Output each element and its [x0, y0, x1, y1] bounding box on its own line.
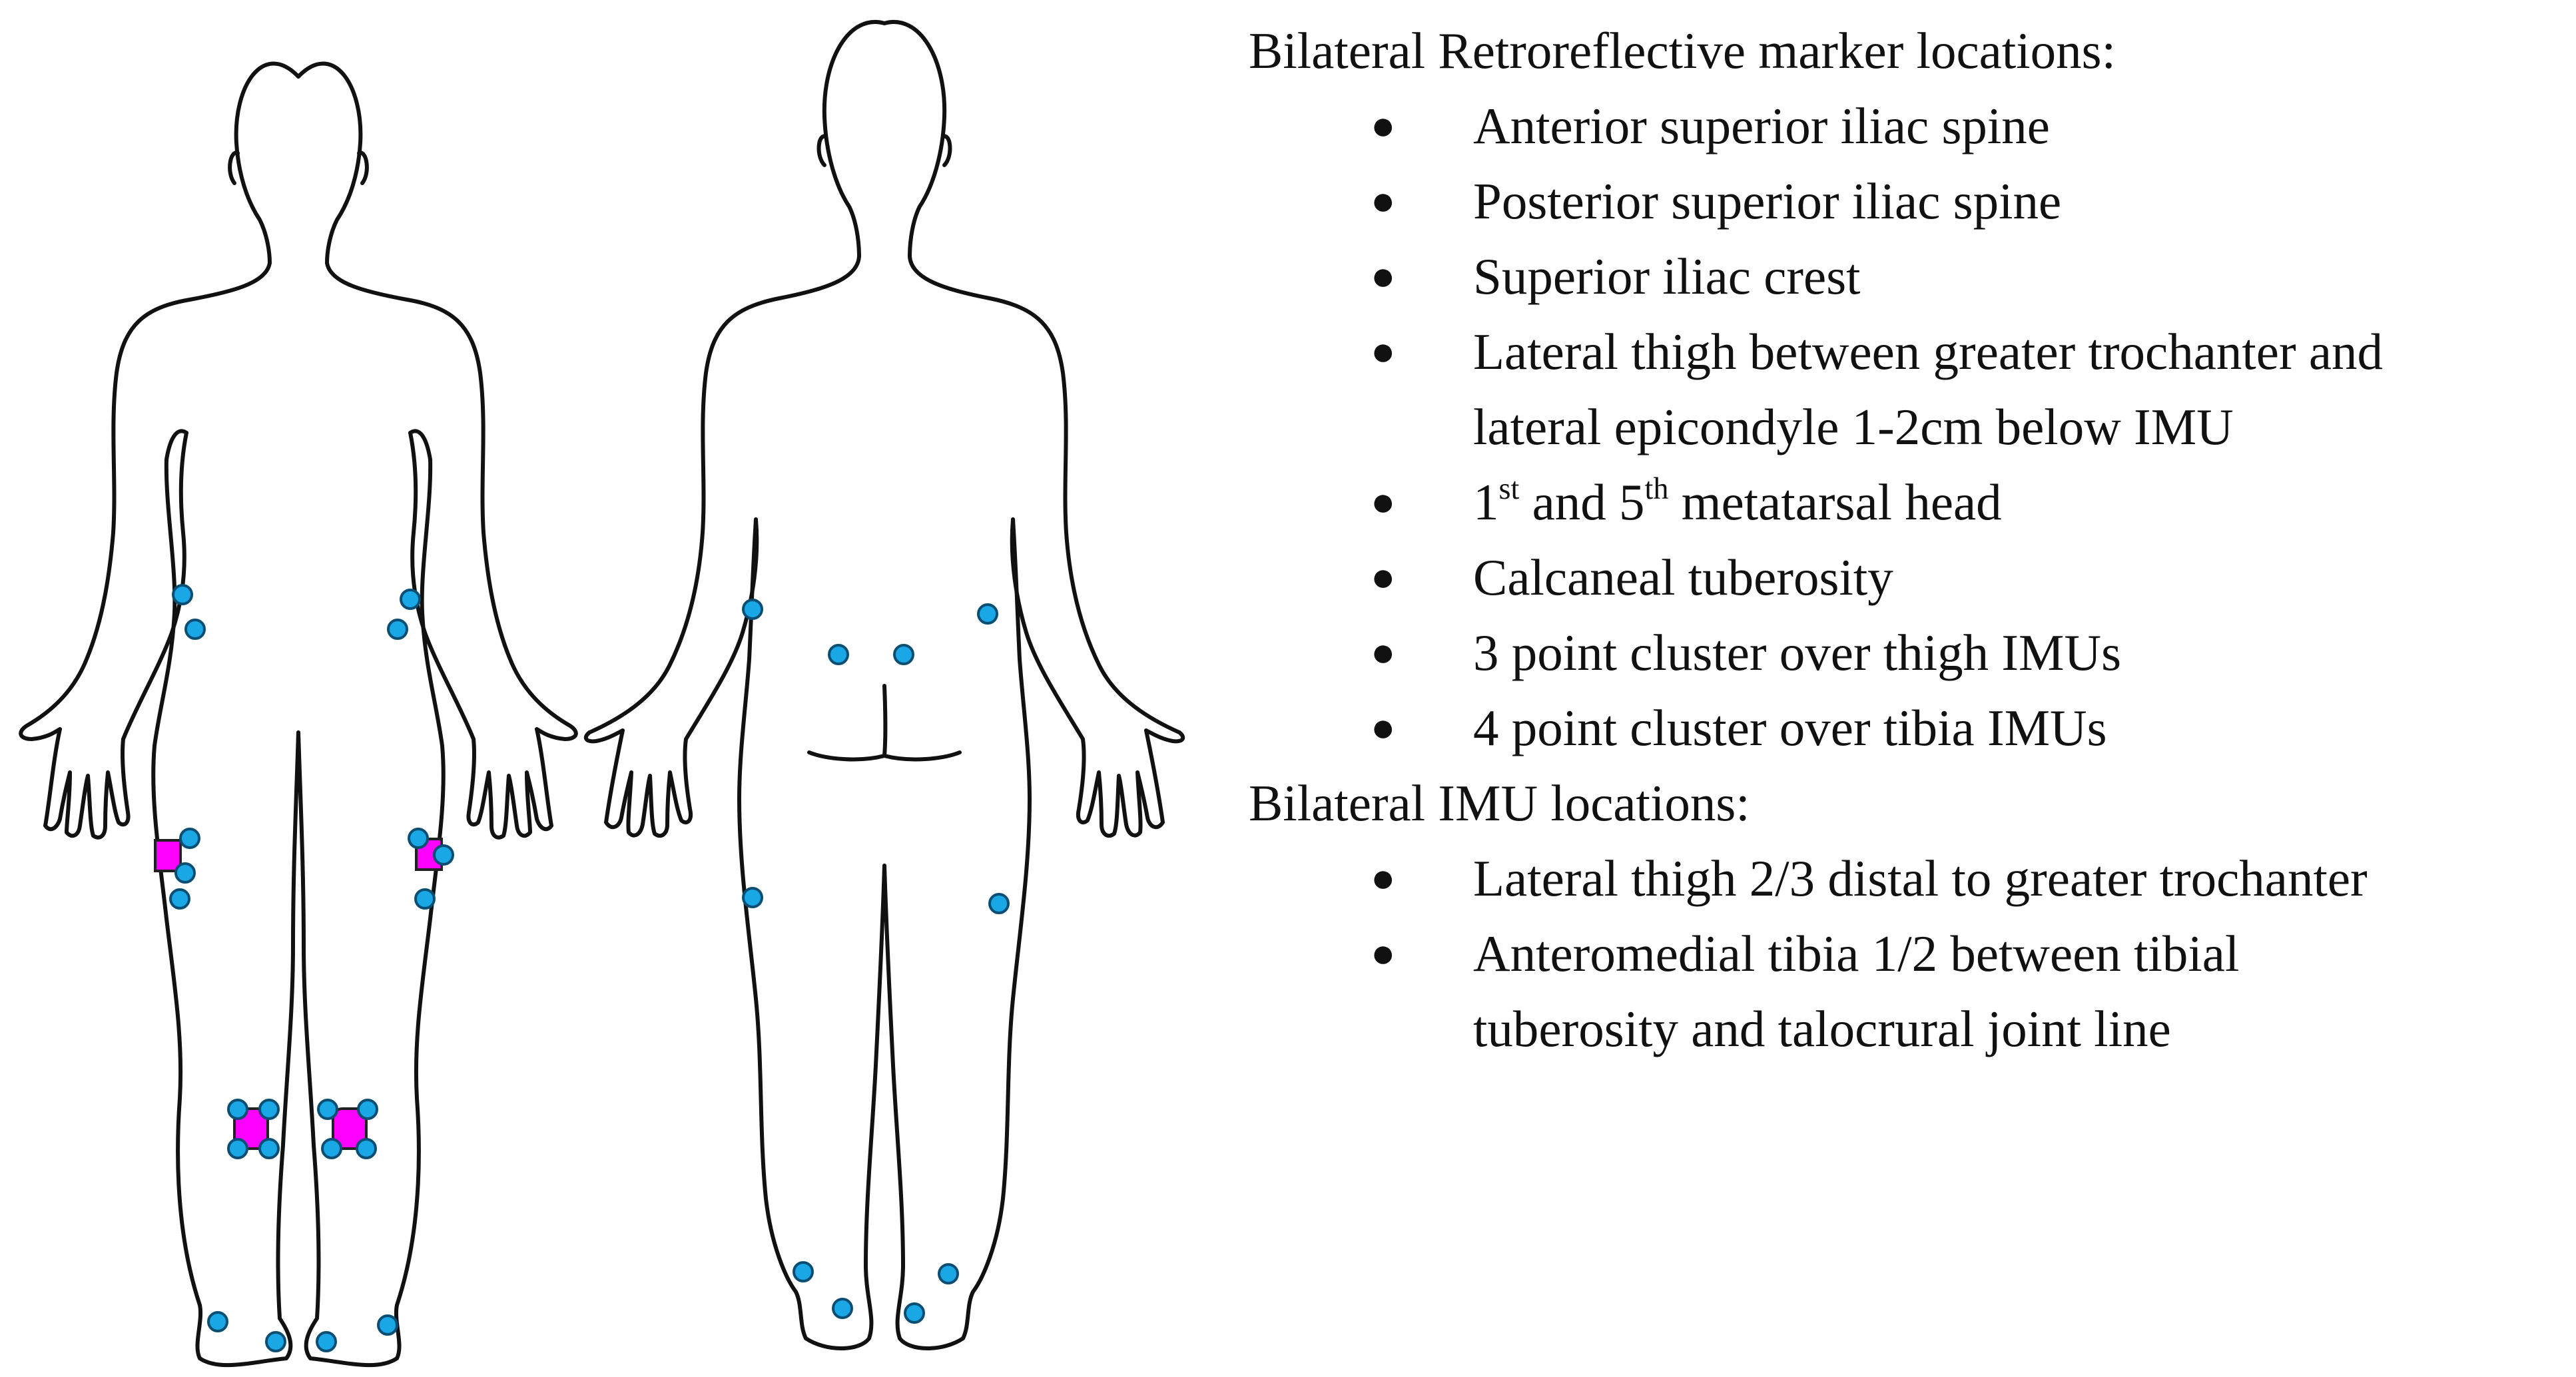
- back-body-outline: [583, 20, 1185, 1350]
- retroreflective-marker-icon: [893, 644, 914, 665]
- retroreflective-marker-icon: [793, 1261, 814, 1282]
- retroreflective-marker-icon: [321, 1138, 342, 1159]
- imu-heading: Bilateral IMU locations:: [1249, 774, 1750, 832]
- body-diagram: [19, 20, 1185, 1368]
- retroreflective-marker-icon: [400, 589, 421, 610]
- retroreflective-marker-icon: [227, 1099, 248, 1120]
- list-item-text: 3 point cluster over thigh IMUs: [1473, 624, 2122, 681]
- retroreflective-marker-icon: [179, 828, 200, 849]
- list-item-text-continued: tuberosity and talocrural joint line: [1473, 1000, 2171, 1057]
- list-item-text: Anterior superior iliac spine: [1473, 97, 2050, 154]
- retroreflective-marker-icon: [207, 1311, 228, 1332]
- bullet-icon: ●: [1371, 479, 1396, 525]
- bullet-icon: ●: [1371, 254, 1396, 299]
- bullet-icon: ●: [1371, 856, 1396, 901]
- list-item-text-continued: lateral epicondyle 1-2cm below IMU: [1473, 398, 2234, 455]
- bullet-icon: ●: [1371, 705, 1396, 750]
- list-item-text: 4 point cluster over tibia IMUs: [1473, 699, 2107, 756]
- retroreflective-marker-icon: [265, 1331, 286, 1352]
- markers-heading: Bilateral Retroreflective marker locatio…: [1249, 22, 2116, 79]
- retroreflective-marker-icon: [169, 888, 190, 910]
- retroreflective-marker-icon: [227, 1138, 248, 1159]
- retroreflective-marker-icon: [433, 844, 454, 866]
- retroreflective-marker-icon: [184, 619, 206, 640]
- list-item-text: Lateral thigh 2/3 distal to greater troc…: [1473, 850, 2368, 907]
- list-item: ● 4 point cluster over tibia IMUs: [1249, 690, 2564, 766]
- marker-locations-list: ● Anterior superior iliac spine ● Posterio…: [1249, 89, 2564, 766]
- retroreflective-marker-icon: [357, 1099, 378, 1120]
- retroreflective-marker-icon: [172, 584, 193, 605]
- retroreflective-marker-icon: [258, 1099, 280, 1120]
- retroreflective-marker-icon: [938, 1263, 959, 1284]
- retroreflective-marker-icon: [832, 1298, 853, 1319]
- list-item: ● Calcaneal tuberosity: [1249, 540, 2564, 615]
- imu-locations-list: ● Lateral thigh 2/3 distal to greater tro…: [1249, 841, 2564, 1067]
- retroreflective-marker-icon: [742, 887, 763, 908]
- retroreflective-marker-icon: [988, 893, 1010, 914]
- bullet-icon: ●: [1371, 103, 1396, 148]
- list-item-text: Superior iliac crest: [1473, 248, 1861, 305]
- legend-text-panel: Bilateral Retroreflective marker locatio…: [1249, 13, 2564, 1067]
- bullet-icon: ●: [1371, 329, 1396, 374]
- retroreflective-marker-icon: [408, 828, 429, 849]
- retroreflective-markers: [169, 584, 1010, 1352]
- bullet-icon: ●: [1371, 931, 1396, 976]
- list-item-text: Calcaneal tuberosity: [1473, 549, 1893, 606]
- retroreflective-marker-icon: [387, 619, 408, 640]
- list-item: ● Anterior superior iliac spine: [1249, 89, 2564, 164]
- list-item: ● Lateral thigh 2/3 distal to greater tro…: [1249, 841, 2564, 916]
- bullet-icon: ●: [1371, 630, 1396, 675]
- retroreflective-marker-icon: [317, 1099, 338, 1120]
- list-item: ● 1st and 5th metatarsal head: [1249, 465, 2564, 540]
- list-item: ● Lateral thigh between greater trochante…: [1249, 314, 2564, 465]
- retroreflective-marker-icon: [174, 862, 196, 884]
- list-item-text: 1st and 5th metatarsal head: [1473, 471, 2002, 531]
- front-body-outline: [19, 61, 578, 1368]
- retroreflective-marker-icon: [977, 603, 998, 625]
- list-item-text: Posterior superior iliac spine: [1473, 172, 2062, 230]
- imu-sensor-icon: [332, 1107, 368, 1150]
- bullet-icon: ●: [1371, 555, 1396, 600]
- retroreflective-marker-icon: [258, 1138, 280, 1159]
- list-item: ● Anteromedial tibia 1/2 between tibial tu…: [1249, 916, 2564, 1067]
- retroreflective-marker-icon: [414, 888, 436, 910]
- imu-sensors: [154, 838, 443, 1150]
- list-item: ● Posterior superior iliac spine: [1249, 164, 2564, 239]
- list-item-text: Lateral thigh between greater trochanter…: [1473, 323, 2384, 380]
- retroreflective-marker-icon: [828, 644, 849, 665]
- list-item: ● 3 point cluster over thigh IMUs: [1249, 615, 2564, 690]
- retroreflective-marker-icon: [356, 1138, 377, 1159]
- list-item: ● Superior iliac crest: [1249, 239, 2564, 314]
- bullet-icon: ●: [1371, 178, 1396, 224]
- retroreflective-marker-icon: [377, 1314, 398, 1336]
- list-item-text: Anteromedial tibia 1/2 between tibial: [1473, 925, 2240, 982]
- retroreflective-marker-icon: [904, 1302, 925, 1324]
- retroreflective-marker-icon: [742, 599, 763, 620]
- retroreflective-marker-icon: [316, 1331, 337, 1352]
- imu-sensor-icon: [154, 839, 182, 872]
